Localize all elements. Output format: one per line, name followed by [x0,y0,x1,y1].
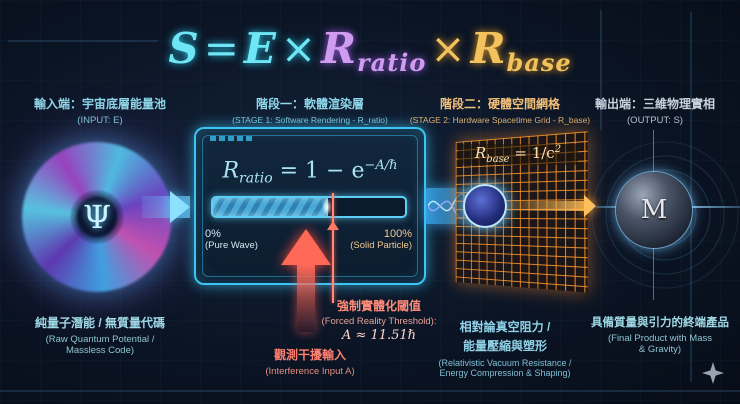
formula-times: × [280,24,318,73]
formula-E: E [243,24,277,73]
output-desc-en-2: & Gravity) [638,344,682,355]
threshold-annotation: 強制實體化閾值 (Forced Reality Threshold): A ≈ … [318,297,440,343]
formula-R-ratio: Rratio [321,24,426,77]
input-desc-en-2: Massless Code) [65,345,135,356]
progress-min-pct: 0% [205,228,221,240]
stage1-header: 階段一：軟體渲染層 (STAGE 1: Software Rendering -… [200,95,420,125]
threshold-value: A ≈ 11.51ℏ [341,328,417,343]
materialization-progress-bar [211,196,407,218]
interference-annotation: 觀測干擾輸入 (Interference Input A) [245,346,375,377]
particle-sphere [463,184,507,228]
progress-fill [213,198,333,216]
mass-sphere [616,172,692,248]
stage2-header: 階段二：硬體空間網格 (STAGE 2: Hardware Spacetime … [408,95,592,125]
input-label-cn: 輸入端：宇宙底層能量池 [33,97,166,111]
stage1-label-cn: 階段一：軟體渲染層 [255,97,364,111]
progress-max: 100% (Solid Particle) [350,228,412,251]
stage2-desc-cn-1: 相對論真空阻力 / [459,320,551,334]
panel-indicator-dots [210,136,252,141]
main-formula: S=E×Rratio×Rbase [0,24,740,77]
stage2-label-en: (STAGE 2: Hardware Spacetime Grid - R_ba… [409,115,591,125]
input-description: 純量子潛能 / 無質量代碼 (Raw Quantum Potential / M… [0,314,200,356]
input-desc-cn: 純量子潛能 / 無質量代碼 [34,316,165,330]
stage2-description: 相對論真空阻力 / 能量壓縮與塑形 (Relativistic Vacuum R… [420,318,590,378]
output-desc-en-1: (Final Product with Mass [607,333,712,344]
stage2-desc-en-2: Energy Compression & Shaping) [439,368,571,378]
stage2-desc-en-1: (Relativistic Vacuum Resistance / [438,358,572,368]
circuit-line [600,10,602,130]
formula-R-base: Rbase [470,24,572,77]
formula-R-base-symbol: R [470,24,507,73]
vortex-core [70,190,124,244]
formula-exponent: −A/ℏ [364,158,398,173]
formula-lhs: R [222,158,240,184]
progress-min-label: (Pure Wave) [205,240,258,251]
formula-equals: = [203,24,240,73]
circuit-line [8,40,158,42]
arrow-right-icon [584,195,596,217]
formula2-exponent: 2 [554,144,562,155]
stage2-desc-cn-2: 能量壓縮與塑形 [462,339,547,353]
stage1-formula: Rratio = 1 − e−A/ℏ [190,158,430,187]
progress-max-pct: 100% [383,228,412,240]
formula-R-ratio-symbol: R [321,24,358,73]
input-desc-en-1: (Raw Quantum Potential / [45,334,155,345]
interference-arrow-shaft [297,262,315,332]
input-header: 輸入端：宇宙底層能量池 (INPUT: E) [0,95,200,126]
interference-label-en: (Interference Input A) [265,366,355,377]
formula-rhs: = 1 − e [272,158,365,184]
circuit-line [690,12,692,382]
threshold-label-en: (Forced Reality Threshold): [321,316,437,327]
stage1-label-en: (STAGE 1: Software Rendering - R_ratio) [232,115,388,125]
threshold-label-cn: 強制實體化閾值 [336,299,421,313]
progress-min: 0% (Pure Wave) [205,228,258,251]
formula-lhs-sub: ratio [239,170,273,187]
interference-arrow-icon [281,229,331,265]
mass-icon: M [640,195,668,225]
progress-max-label: (Solid Particle) [350,240,412,251]
formula-R-ratio-sub: ratio [357,48,427,77]
output-description: 具備質量與引力的終端產品 (Final Product with Mass & … [580,314,740,355]
output-label-cn: 輸出端：三維物理實相 [594,97,715,111]
stage2-formula: Rbase = 1/c2 [458,144,578,165]
output-header: 輸出端：三維物理實相 (OUTPUT: S) [570,95,740,126]
formula2-lhs-sub: base [486,154,510,165]
threshold-marker-arrow-icon [327,221,339,230]
formula-S: S [168,24,200,73]
interference-label-cn: 觀測干擾輸入 [273,348,346,362]
stage2-label-cn: 階段二：硬體空間網格 [439,97,560,111]
output-arrow [507,201,587,211]
formula-times: × [430,24,467,73]
formula2-lhs: R [474,144,487,162]
formula-R-base-sub: base [506,48,572,77]
circuit-line [0,390,740,392]
output-label-en: (OUTPUT: S) [627,115,683,126]
input-label-en: (INPUT: E) [77,115,123,126]
output-desc-cn: 具備質量與引力的終端產品 [591,317,729,329]
threshold-marker-line [332,193,334,303]
psi-icon: Ψ [82,198,112,236]
formula2-rhs: = 1/c [509,144,555,162]
arrow-right-icon [170,191,190,223]
